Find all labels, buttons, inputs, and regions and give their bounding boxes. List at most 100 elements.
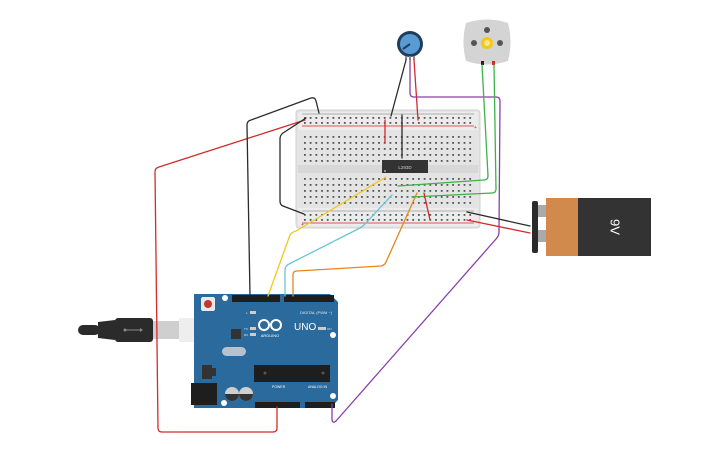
breadboard-hole[interactable]	[463, 154, 466, 156]
breadboard-hole[interactable]	[435, 202, 437, 204]
breadboard-hole[interactable]	[349, 154, 352, 156]
breadboard-hole[interactable]	[446, 160, 449, 162]
breadboard-hole[interactable]	[452, 202, 454, 204]
breadboard-hole[interactable]	[338, 196, 340, 198]
breadboard-hole[interactable]	[315, 136, 318, 138]
breadboard-hole[interactable]	[435, 148, 437, 150]
wire-black-rail-jumper[interactable]	[279, 117, 307, 215]
breadboard-hole[interactable]	[326, 184, 329, 186]
breadboard-hole[interactable]	[389, 136, 392, 138]
breadboard-hole[interactable]	[463, 214, 466, 216]
breadboard-hole[interactable]	[309, 148, 312, 150]
breadboard-hole[interactable]	[440, 196, 443, 198]
breadboard-hole[interactable]	[457, 160, 460, 162]
breadboard-hole[interactable]	[366, 122, 369, 124]
breadboard-hole[interactable]	[395, 154, 397, 156]
breadboard-hole[interactable]	[412, 190, 415, 192]
breadboard-hole[interactable]	[338, 160, 340, 162]
wire-red-battery[interactable]	[466, 219, 531, 234]
breadboard-hole[interactable]	[400, 219, 403, 221]
breadboard-hole[interactable]	[366, 160, 369, 162]
breadboard-hole[interactable]	[457, 136, 460, 138]
breadboard-hole[interactable]	[446, 202, 449, 204]
breadboard-hole[interactable]	[349, 214, 352, 216]
breadboard-hole[interactable]	[343, 202, 346, 204]
breadboard-hole[interactable]	[349, 190, 352, 192]
breadboard-hole[interactable]	[332, 219, 335, 221]
breadboard-hole[interactable]	[338, 184, 340, 186]
breadboard-hole[interactable]	[457, 148, 460, 150]
breadboard-hole[interactable]	[372, 196, 375, 198]
breadboard-hole[interactable]	[378, 190, 380, 192]
breadboard-hole[interactable]	[440, 219, 443, 221]
breadboard-hole[interactable]	[452, 196, 454, 198]
breadboard-hole[interactable]	[378, 184, 380, 186]
breadboard-hole[interactable]	[349, 160, 352, 162]
breadboard-hole[interactable]	[315, 219, 318, 221]
breadboard-hole[interactable]	[326, 142, 329, 144]
breadboard-hole[interactable]	[452, 190, 454, 192]
breadboard-hole[interactable]	[400, 184, 403, 186]
breadboard-hole[interactable]	[321, 219, 323, 221]
breadboard-hole[interactable]	[304, 154, 306, 156]
breadboard-hole[interactable]	[361, 196, 363, 198]
breadboard-hole[interactable]	[395, 148, 397, 150]
breadboard-hole[interactable]	[309, 196, 312, 198]
breadboard-hole[interactable]	[355, 202, 358, 204]
breadboard-hole[interactable]	[440, 178, 443, 180]
wire-yellow[interactable]	[267, 176, 387, 297]
breadboard-hole[interactable]	[366, 117, 369, 119]
breadboard-hole[interactable]	[435, 190, 437, 192]
breadboard-hole[interactable]	[355, 142, 358, 144]
breadboard-hole[interactable]	[383, 154, 386, 156]
breadboard-hole[interactable]	[361, 148, 363, 150]
breadboard-hole[interactable]	[418, 136, 420, 138]
battery-9v[interactable]: 9V	[532, 198, 651, 256]
breadboard-hole[interactable]	[446, 148, 449, 150]
breadboard-hole[interactable]	[469, 219, 472, 221]
breadboard-hole[interactable]	[332, 190, 335, 192]
breadboard-hole[interactable]	[309, 202, 312, 204]
breadboard-hole[interactable]	[372, 219, 375, 221]
breadboard-hole[interactable]	[463, 178, 466, 180]
breadboard-hole[interactable]	[389, 117, 392, 119]
breadboard-hole[interactable]	[457, 219, 460, 221]
breadboard-hole[interactable]	[418, 214, 420, 216]
breadboard-hole[interactable]	[395, 142, 397, 144]
breadboard-hole[interactable]	[389, 202, 392, 204]
breadboard-hole[interactable]	[452, 184, 454, 186]
breadboard-hole[interactable]	[452, 154, 454, 156]
breadboard-hole[interactable]	[389, 178, 392, 180]
breadboard-hole[interactable]	[321, 184, 323, 186]
breadboard-hole[interactable]	[343, 178, 346, 180]
breadboard-hole[interactable]	[452, 178, 454, 180]
breadboard-hole[interactable]	[423, 117, 426, 119]
breadboard-hole[interactable]	[349, 202, 352, 204]
breadboard-hole[interactable]	[383, 190, 386, 192]
breadboard-hole[interactable]	[343, 196, 346, 198]
breadboard-hole[interactable]	[378, 214, 380, 216]
breadboard-hole[interactable]	[349, 178, 352, 180]
breadboard-hole[interactable]	[418, 219, 420, 221]
breadboard-hole[interactable]	[355, 184, 358, 186]
breadboard-hole[interactable]	[315, 122, 318, 124]
breadboard-hole[interactable]	[349, 122, 352, 124]
breadboard-hole[interactable]	[395, 219, 397, 221]
breadboard-hole[interactable]	[304, 117, 306, 119]
breadboard-hole[interactable]	[378, 142, 380, 144]
breadboard-hole[interactable]	[435, 214, 437, 216]
breadboard-hole[interactable]	[315, 154, 318, 156]
breadboard-hole[interactable]	[349, 184, 352, 186]
breadboard-hole[interactable]	[304, 122, 306, 124]
wire-red-5v[interactable]	[154, 119, 306, 433]
breadboard-hole[interactable]	[469, 184, 472, 186]
breadboard-hole[interactable]	[452, 122, 454, 124]
breadboard-hole[interactable]	[383, 148, 386, 150]
breadboard-hole[interactable]	[435, 160, 437, 162]
breadboard-hole[interactable]	[315, 196, 318, 198]
breadboard-hole[interactable]	[332, 178, 335, 180]
arduino-uno[interactable]: DIGITAL (PWM ~) ARDUINO UNO L TX RX ON	[191, 294, 338, 408]
breadboard-hole[interactable]	[343, 142, 346, 144]
breadboard-hole[interactable]	[389, 219, 392, 221]
breadboard-hole[interactable]	[435, 122, 437, 124]
